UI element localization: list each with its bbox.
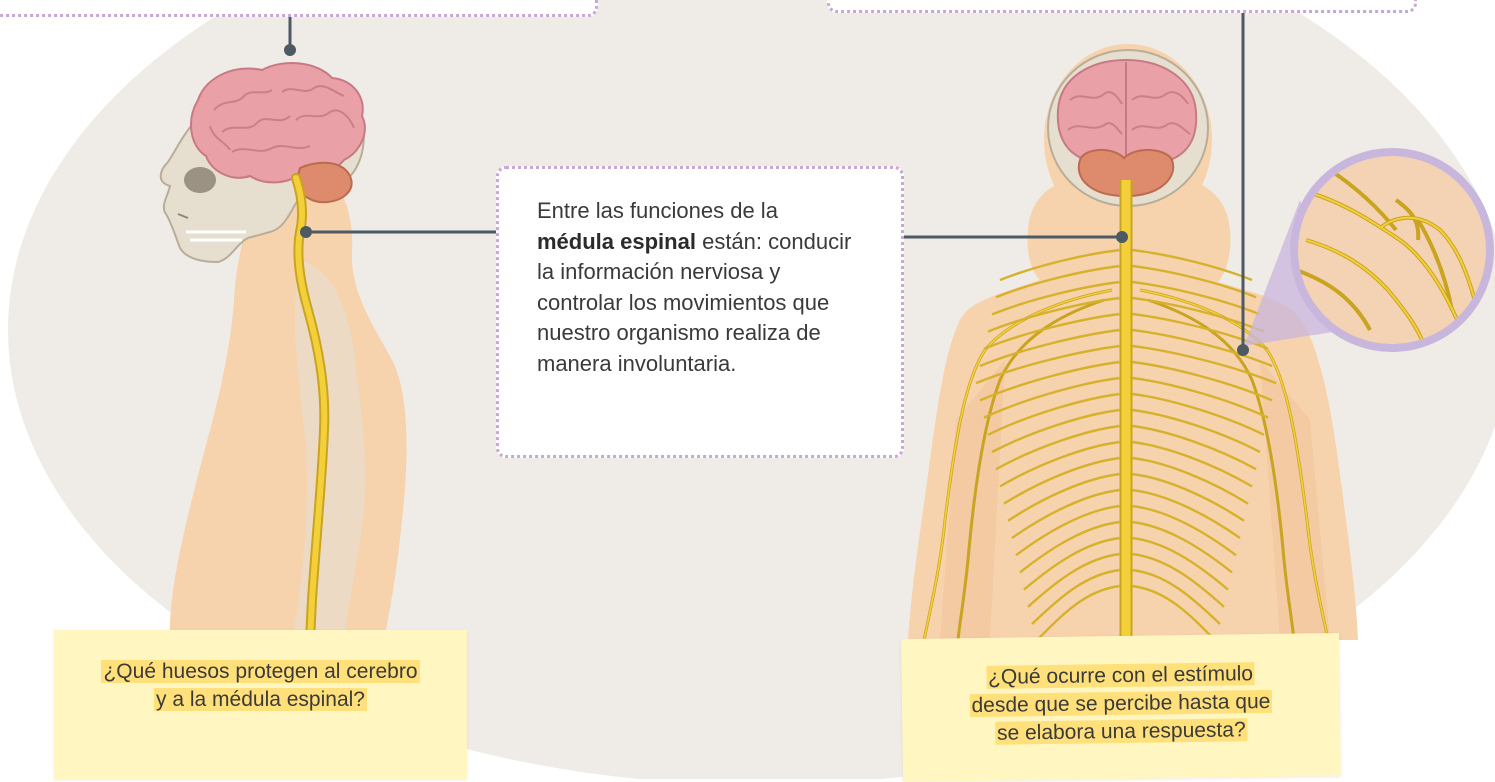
rib-nerve (1131, 248, 1253, 282)
rib-nerve (1131, 344, 1277, 385)
rib-nerve (1131, 456, 1249, 505)
rib-nerve (1131, 504, 1237, 557)
rib-nerve (987, 392, 1121, 436)
info-box (496, 166, 904, 458)
rib-nerve (1131, 440, 1253, 488)
note-right-line2: desde que se percibe hasta que (969, 689, 1273, 718)
rib-nerve (1007, 472, 1121, 522)
rib-nerve (1131, 328, 1273, 368)
rib-nerve (995, 264, 1121, 299)
rib-nerve (1131, 424, 1257, 471)
eye-socket (184, 167, 216, 193)
top-left-callout-box (0, 0, 598, 17)
info-text-before: Entre las funciones de la (537, 198, 778, 223)
side-view-head-and-spine-icon (159, 62, 407, 645)
rib-nerve (1131, 280, 1261, 316)
brain-side (190, 62, 366, 184)
rib-nerve (1035, 584, 1121, 643)
note-left-line2: y a la médula espinal? (154, 688, 367, 711)
rib-nerve (1031, 568, 1121, 625)
info-box-text: Entre las funciones de la médula espinal… (537, 196, 857, 379)
rib-nerve (987, 296, 1121, 333)
info-text-after: están: conducir la información nerviosa … (537, 228, 852, 376)
rib-nerve (1131, 376, 1269, 419)
rib-nerve (979, 328, 1121, 368)
rib-nerve (1027, 552, 1121, 608)
top-right-callout-box (827, 0, 1417, 13)
brain-back (1056, 58, 1198, 161)
back-view-nervous-system-icon (908, 44, 1358, 643)
cerebellum-back (1077, 149, 1175, 198)
callout-lines (284, 8, 1249, 356)
rib-nerve (983, 312, 1121, 350)
rib-nerve (999, 248, 1121, 282)
rib-nerve (975, 344, 1121, 385)
rib-nerve (1131, 392, 1265, 436)
rib-nerve (1131, 520, 1233, 574)
rib-nerve (1019, 520, 1121, 574)
note-left-line1: ¿Qué huesos protegen al cerebro (101, 660, 420, 683)
rib-nerve (1131, 296, 1265, 333)
rib-nerve (1131, 536, 1229, 591)
zoomed-nerves-circle-icon (1290, 148, 1494, 352)
rib-nerve (991, 280, 1121, 316)
rib-nerve (1131, 568, 1221, 625)
rib-nerve (991, 408, 1121, 454)
rib-nerve (1131, 488, 1241, 539)
info-text-bold: médula espinal (537, 228, 696, 254)
rib-nerve (1023, 536, 1121, 591)
rib-nerve (1131, 552, 1225, 608)
question-note-left: ¿Qué huesos protegen al cerebro y a la m… (54, 630, 467, 779)
rib-nerve (1131, 472, 1245, 522)
rib-nerve (1003, 456, 1121, 505)
rib-nerve (999, 440, 1121, 488)
rib-nerve (979, 360, 1121, 402)
rib-nerve (1131, 584, 1217, 643)
rib-nerve (1131, 360, 1273, 402)
question-note-right: ¿Qué ocurre con el estímulo desde que se… (901, 632, 1341, 782)
note-right-line1: ¿Qué ocurre con el estímulo (985, 662, 1256, 689)
rib-nerve (983, 376, 1121, 419)
rib-nerve (1011, 488, 1121, 539)
rib-nerve (1015, 504, 1121, 557)
note-right-line3: se elabora una respuesta? (994, 718, 1248, 745)
rib-nerve (995, 424, 1121, 471)
rib-nerve (1131, 408, 1261, 454)
